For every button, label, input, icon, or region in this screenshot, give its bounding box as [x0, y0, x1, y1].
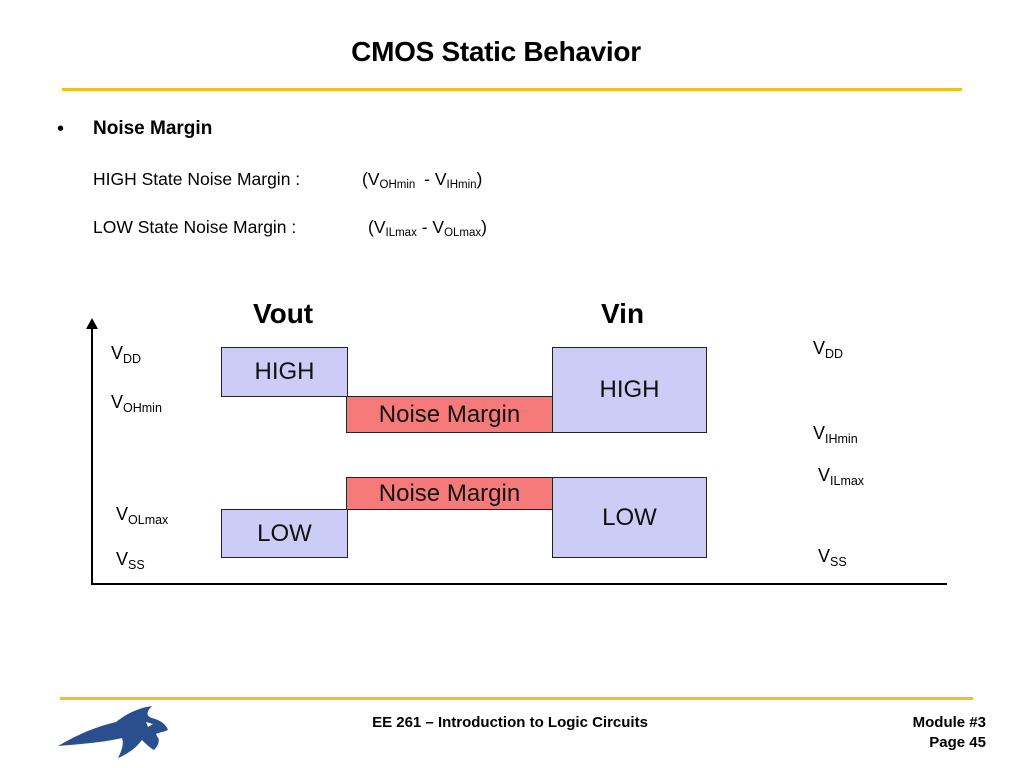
voltage-axis [91, 326, 93, 585]
title-divider [62, 88, 962, 91]
module-number: Module #3 [912, 714, 986, 731]
high-noise-margin-formula: (VOHmin - VIHmin) [362, 169, 483, 191]
left-volmax-label: VOLmax [116, 504, 169, 527]
course-title: EE 261 – Introduction to Logic Circuits [372, 714, 648, 731]
axis-arrow-icon [86, 318, 98, 329]
right-vdd-label: VDD [813, 338, 844, 361]
formula-close: ) [476, 169, 483, 189]
right-vihmin-label: VIHmin [813, 423, 858, 446]
label-v: V [116, 504, 129, 524]
high-noise-margin-label: HIGH State Noise Margin : [93, 169, 301, 189]
label-v: V [818, 465, 831, 485]
label-v: V [818, 546, 831, 566]
right-vilmax-label: VILmax [818, 465, 865, 488]
label-v: V [813, 338, 826, 358]
high-noise-margin-box: Noise Margin [346, 396, 553, 433]
right-vss-label: VSS [818, 546, 847, 569]
input-low-box: LOW [552, 477, 707, 558]
label-sub: DD [123, 352, 142, 366]
left-vss-label: VSS [116, 549, 145, 572]
page-number: Page 45 [929, 734, 986, 751]
label-sub: IHmin [825, 432, 858, 446]
baseline-axis [91, 583, 947, 585]
slide-title: CMOS Static Behavior [351, 36, 641, 67]
bullet-marker: • [57, 118, 65, 140]
formula-close: ) [481, 217, 487, 237]
label-v: V [111, 343, 124, 363]
label-sub: OLmax [128, 513, 169, 527]
wildcat-logo-icon [56, 704, 172, 760]
low-noise-margin-label: LOW State Noise Margin : [93, 217, 297, 237]
low-noise-margin-box: Noise Margin [346, 477, 553, 510]
formula-minus: - V [419, 169, 447, 189]
vout-heading: Vout [253, 298, 314, 329]
output-low-box: LOW [221, 509, 348, 558]
input-high-box: HIGH [552, 347, 707, 433]
module-page-info: Module #3 Page 45 [890, 713, 986, 753]
formula-minus: - V [416, 217, 445, 237]
label-v: V [813, 423, 826, 443]
label-sub: SS [830, 555, 847, 569]
bullet-heading: Noise Margin [93, 118, 213, 139]
low-noise-margin-formula: (VILmax - VOLmax) [368, 217, 487, 239]
output-high-box: HIGH [221, 347, 348, 397]
formula-sub-a: ILmax [385, 227, 417, 239]
label-sub: SS [128, 558, 145, 572]
formula-open: (V [368, 217, 386, 237]
left-vdd-label: VDD [111, 343, 142, 366]
label-v: V [111, 392, 124, 412]
vin-heading: Vin [601, 298, 645, 329]
formula-sub-b: IHmin [446, 179, 477, 191]
label-sub: DD [825, 347, 844, 361]
label-sub: OHmin [123, 401, 162, 415]
left-vohmin-label: VOHmin [111, 392, 162, 415]
label-sub: ILmax [830, 474, 865, 488]
formula-open: (V [362, 169, 380, 189]
label-v: V [116, 549, 129, 569]
footer-divider [60, 697, 973, 700]
formula-sub-b: OLmax [444, 227, 482, 239]
formula-sub-a: OHmin [379, 179, 416, 191]
